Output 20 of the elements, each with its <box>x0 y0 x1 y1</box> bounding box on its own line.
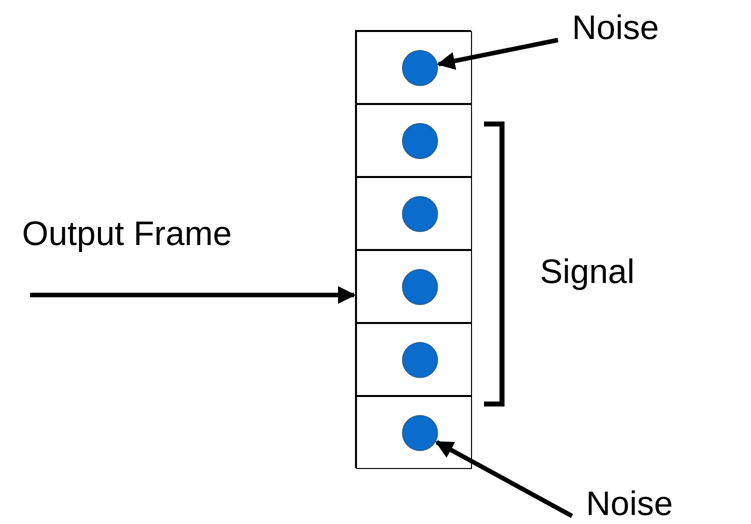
frame-cell <box>356 104 472 177</box>
sample-dot <box>402 269 438 305</box>
arrow <box>436 38 558 70</box>
frame-column <box>355 30 471 468</box>
frame-label: Output Frame <box>22 214 232 254</box>
sample-dot <box>402 415 438 451</box>
arrow <box>435 440 574 518</box>
signal-label: Signal <box>540 252 635 292</box>
arrow <box>30 286 356 304</box>
sample-dot <box>402 342 438 378</box>
frame-cell <box>356 323 472 396</box>
noise-label: Noise <box>586 484 673 524</box>
sample-dot <box>402 123 438 159</box>
sample-dot <box>402 196 438 232</box>
frame-cell <box>356 177 472 250</box>
noise-label: Noise <box>572 8 659 48</box>
sample-dot <box>402 50 438 86</box>
frame-cell <box>356 396 472 469</box>
frame-cell <box>356 31 472 104</box>
frame-cell <box>356 250 472 323</box>
